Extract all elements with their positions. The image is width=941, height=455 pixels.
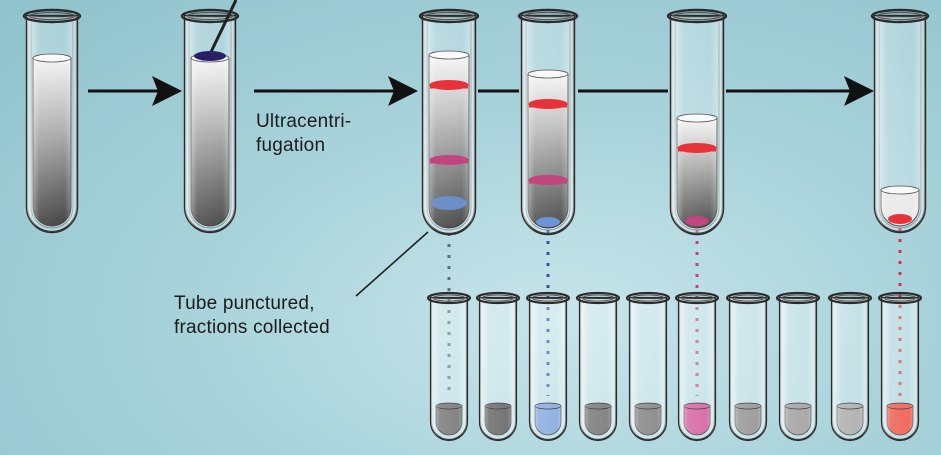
tube-punctured-label: Tube punctured, fractions collected	[174, 293, 330, 338]
tube-centrifuged-2	[517, 8, 579, 236]
tube-centrifuged-1	[418, 8, 480, 236]
tube-sample	[22, 8, 82, 234]
tube-loaded	[180, 8, 240, 234]
tube-centrifuged-4	[870, 8, 930, 234]
fraction-tube	[575, 291, 621, 442]
fraction-tube	[775, 291, 821, 442]
fraction-tube	[725, 291, 771, 442]
fraction-tube	[827, 291, 873, 442]
fraction-tube	[426, 291, 472, 442]
fraction-tube	[525, 291, 571, 442]
fraction-tube	[475, 291, 521, 442]
ultracentrifugation-label: Ultracentri- fugation	[256, 111, 352, 156]
fraction-tube	[625, 291, 671, 442]
syringe-icon	[194, 0, 238, 61]
tube-centrifuged-3	[666, 8, 728, 236]
pointer-line	[355, 231, 429, 297]
fraction-tube	[877, 291, 923, 442]
fraction-tube	[674, 291, 720, 442]
